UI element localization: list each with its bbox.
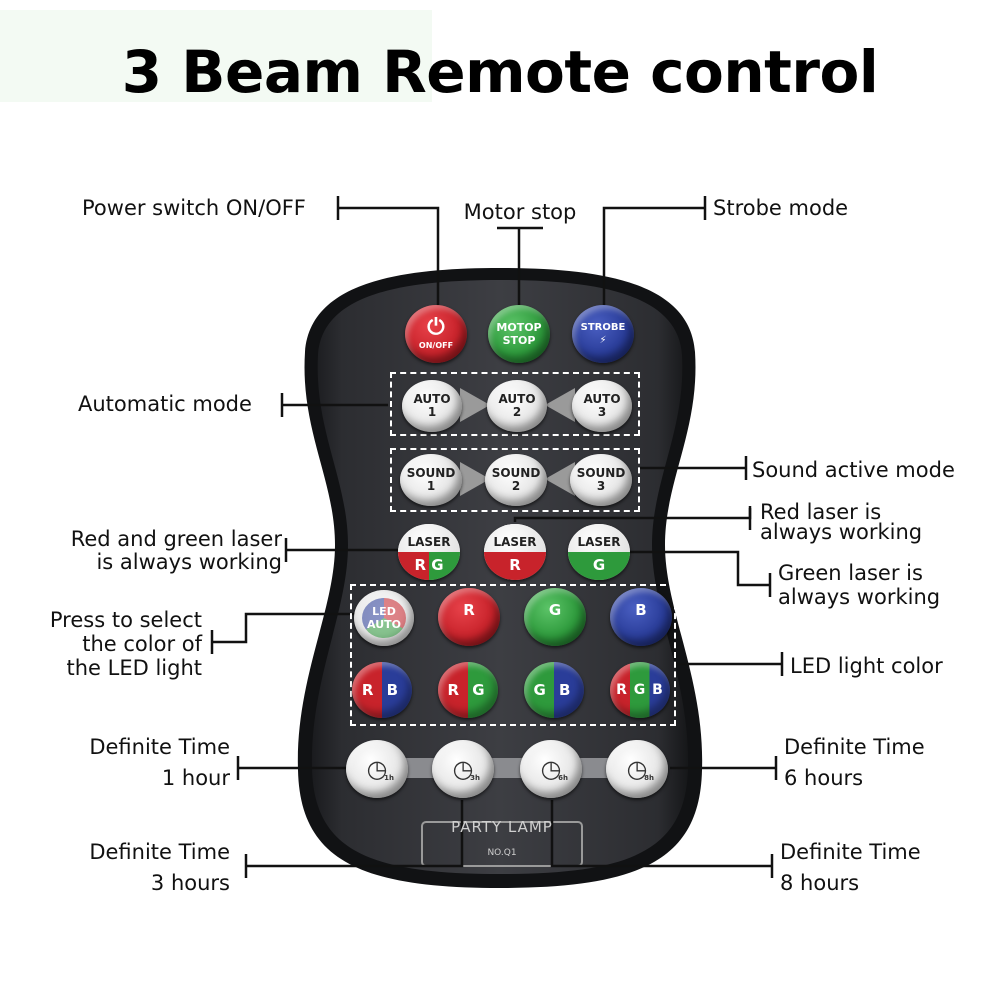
timer-3h-button[interactable]: ◷ 3h [432,740,494,798]
label-motor-stop: Motor stop [440,200,600,224]
timer-8h-button[interactable]: ◷ 8h [606,740,668,798]
led-green-button[interactable]: G [524,588,586,646]
led-red-button[interactable]: R [438,588,500,646]
label-power: Power switch ON/OFF [82,196,306,220]
label-time8-1: Definite Time [780,840,921,864]
label-green-laser-2: always working [778,585,940,609]
label-rg-laser-1: Red and green laser [20,527,282,551]
label-time8-2: 8 hours [780,871,859,895]
label-time3-1: Definite Time [20,840,230,864]
label-time6-1: Definite Time [784,735,925,759]
model-number: NO.Q1 [422,848,582,858]
label-automatic: Automatic mode [78,392,252,416]
label-red-laser-2: always working [760,520,922,544]
label-sound: Sound active mode [752,458,955,482]
label-time6-2: 6 hours [784,766,863,790]
laser-rg-button[interactable]: LASER R G [398,524,460,580]
label-strobe: Strobe mode [713,196,848,220]
strobe-button[interactable]: STROBE ⚡ [572,305,634,363]
label-green-laser-1: Green laser is [778,561,923,585]
power-icon: ⏻ [427,317,444,339]
label-time1-2: 1 hour [20,766,230,790]
led-rgb-button[interactable]: R G B [610,662,670,718]
laser-red-button[interactable]: LASER R [484,524,546,580]
label-time1-1: Definite Time [20,735,230,759]
timer-1h-button[interactable]: ◷ 1h [346,740,408,798]
led-auto-button[interactable]: LED AUTO [354,590,414,646]
power-button[interactable]: ⏻ ON/OFF [405,305,467,363]
label-led-select-3: the LED light [0,656,202,680]
led-rb-button[interactable]: R B [352,662,412,718]
timer-6h-button[interactable]: ◷ 6h [520,740,582,798]
led-blue-button[interactable]: B [610,588,672,646]
label-rg-laser-2: is always working [20,550,282,574]
led-gb-button[interactable]: G B [524,662,584,718]
led-rg-button[interactable]: R G [438,662,498,718]
laser-green-button[interactable]: LASER G [568,524,630,580]
brand-name: PARTY LAMP [422,818,582,836]
motor-stop-button[interactable]: MOTOP STOP [488,305,550,363]
label-led-select-1: Press to select [0,608,202,632]
label-led-select-2: the color of [0,632,202,656]
label-time3-2: 3 hours [20,871,230,895]
label-led-color: LED light color [790,654,943,678]
